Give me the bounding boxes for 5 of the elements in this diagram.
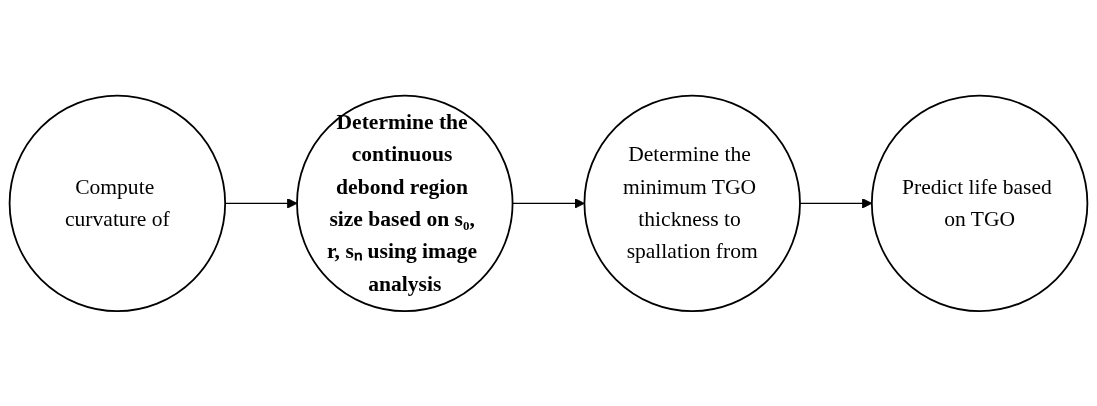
node-circle: Determine the continuous debond region size based on s₀, r, sₙ using image analysis [296,94,514,312]
node-circle: Determine the minimum TGO thickness to spallation from [583,94,801,312]
node-circle: Compute curvature of [8,94,227,312]
node-circle: Predict life based on TGO [870,94,1089,312]
arrow [799,197,873,209]
